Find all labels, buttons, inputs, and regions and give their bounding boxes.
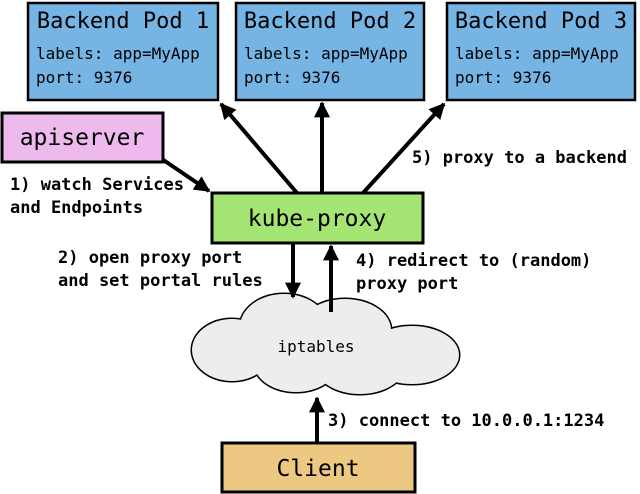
step5-label: 5) proxy to a backend	[412, 148, 627, 168]
step1-label-line1: 1) watch Services	[10, 175, 184, 195]
backend-pod-2-title: Backend Pod 2	[244, 9, 416, 34]
backend-pod-1-port: port: 9376	[36, 68, 132, 87]
client-label: Client	[276, 456, 359, 482]
backend-pod-3: Backend Pod 3 labels: app=MyApp port: 93…	[445, 1, 637, 102]
step2-label-line1: 2) open proxy port	[58, 248, 242, 268]
backend-pod-3-labels: labels: app=MyApp	[455, 44, 619, 63]
step4-label-line2: proxy port	[356, 274, 458, 294]
iptables-cloud: iptables	[190, 292, 461, 396]
client: Client	[220, 441, 417, 494]
cloud-bump	[315, 336, 405, 394]
backend-pod-3-title: Backend Pod 3	[455, 9, 627, 34]
kube-proxy-label: kube-proxy	[248, 206, 386, 232]
apiserver-box	[0, 111, 165, 164]
apiserver: apiserver	[0, 111, 165, 164]
cloud-bump	[254, 334, 338, 392]
step2-label-line2: and set portal rules	[58, 271, 263, 291]
backend-pod-2-box	[234, 1, 426, 102]
arrow-apiserver-to-kubeproxy	[157, 155, 211, 193]
backend-pod-3-port: port: 9376	[455, 68, 551, 87]
annotations: 1) watch Services and Endpoints 2) open …	[10, 148, 627, 431]
step1-label-line2: and Endpoints	[10, 198, 143, 218]
backend-pod-2-port: port: 9376	[244, 68, 340, 87]
step4-label-line1: 4) redirect to (random)	[356, 251, 591, 271]
backend-pod-2-labels: labels: app=MyApp	[244, 44, 408, 63]
backend-pod-1: Backend Pod 1 labels: app=MyApp port: 93…	[26, 1, 220, 102]
backend-pod-1-box	[26, 1, 220, 102]
client-box	[220, 441, 417, 494]
backend-pod-3-box	[445, 1, 637, 102]
apiserver-label: apiserver	[20, 125, 145, 151]
backend-pod-1-labels: labels: app=MyApp	[36, 44, 200, 63]
arrow-kubeproxy-to-pod1	[219, 102, 299, 195]
backend-pod-2: Backend Pod 2 labels: app=MyApp port: 93…	[234, 1, 426, 102]
step3-label: 3) connect to 10.0.0.1:1234	[328, 411, 604, 431]
kube-proxy-box	[210, 191, 425, 245]
arrow-kubeproxy-to-pod3	[361, 102, 446, 195]
backend-pod-1-title: Backend Pod 1	[37, 9, 209, 34]
kube-proxy: kube-proxy	[210, 191, 425, 245]
iptables-label: iptables	[277, 337, 354, 356]
